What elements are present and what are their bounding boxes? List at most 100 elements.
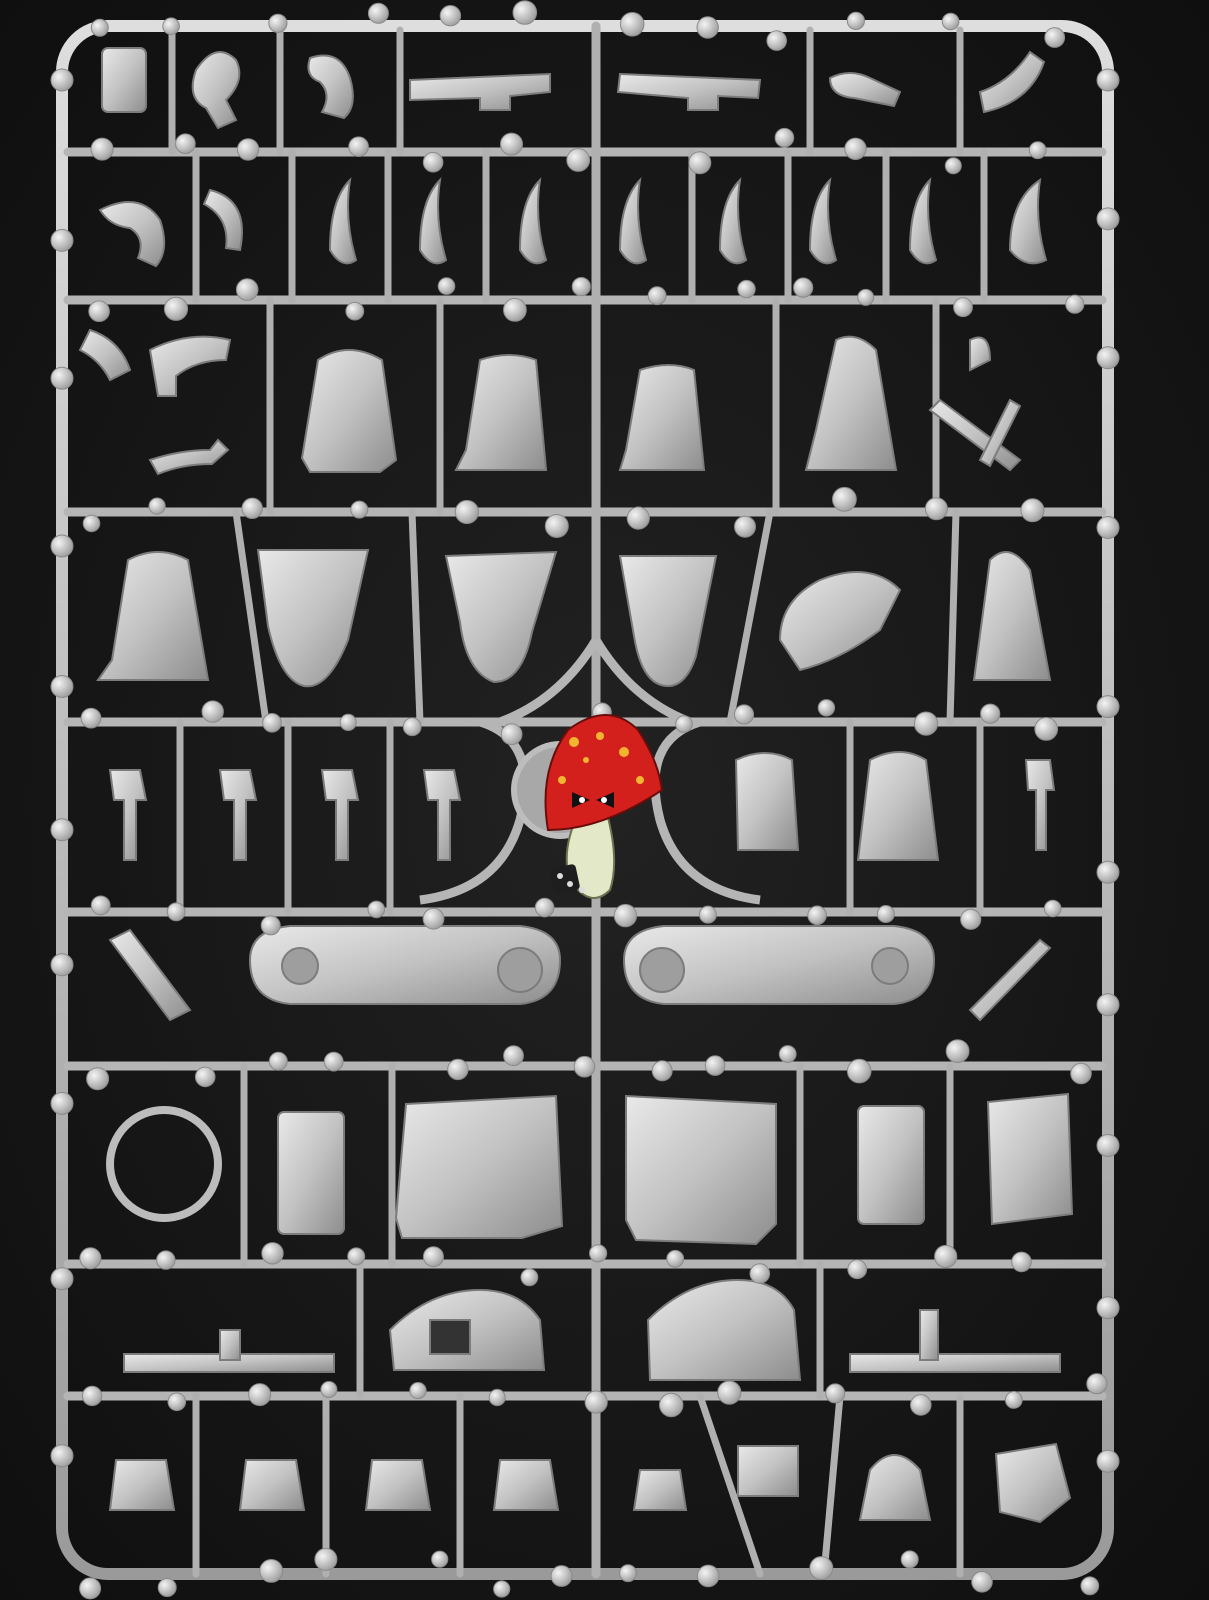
sprue-pin [1065, 294, 1085, 314]
row-turret-pieces [123, 1278, 1061, 1381]
sprue-pin [666, 1249, 685, 1268]
sprue-pin [941, 12, 960, 31]
sprue-pin [704, 1055, 726, 1076]
sprue-pin [1080, 1576, 1100, 1596]
sprue-pin [163, 296, 189, 321]
sprue-pin [447, 1058, 469, 1081]
row-hull-panels [106, 1092, 1074, 1246]
sprue-pin [268, 13, 288, 33]
sprue-pin [520, 1268, 539, 1287]
sprue-pin [544, 514, 569, 538]
sprue-pin [734, 515, 756, 538]
sprue-pin [320, 1381, 338, 1398]
sprue-pin [1070, 1062, 1092, 1085]
sprue-pin [503, 1045, 524, 1067]
sprue-pin [194, 1066, 216, 1088]
sprue-pin [1043, 899, 1062, 918]
sprue-pin [534, 897, 555, 918]
sprue-pin [261, 1242, 284, 1265]
sprue-pin [367, 900, 386, 919]
sprue-pin [50, 228, 74, 252]
sprue-pin [766, 30, 788, 51]
sprue-pin [500, 132, 523, 156]
sprue-pin [953, 297, 973, 318]
sprue-pin [1096, 993, 1120, 1017]
sprue-pin [619, 1564, 637, 1583]
sprue-pin [980, 703, 1001, 724]
row-torsos-upper [78, 328, 1022, 476]
sprue-pin [422, 1246, 444, 1268]
sprue-pin [262, 713, 282, 733]
sprue-pin [50, 1091, 74, 1115]
sprue-pin [647, 286, 667, 306]
sprue-pin [90, 895, 111, 916]
sprue-pin [910, 1394, 932, 1416]
sprue-pin [1096, 346, 1120, 370]
row-torsos-lower [96, 549, 1052, 688]
sprue-pin [409, 1382, 427, 1400]
sprue-pin [50, 953, 74, 977]
sprue-pin [350, 500, 369, 519]
row-small-bits [108, 1442, 1072, 1524]
sprue-pin [503, 298, 527, 322]
sprue-pin [584, 1390, 608, 1414]
sprue-pin [619, 11, 645, 37]
sprue-pin [1096, 68, 1120, 92]
sprue-pin [550, 1565, 573, 1587]
sprue-pin [50, 366, 74, 390]
sprue-pin [422, 151, 444, 173]
sprue-pin [924, 497, 948, 521]
sprue-pin [345, 301, 365, 321]
sprue-pin [50, 675, 74, 698]
sprue-pin [749, 1263, 771, 1284]
row-blades [98, 177, 1048, 268]
sprue-pin [81, 1385, 103, 1407]
sprue-pin [88, 300, 110, 323]
sprue-pin [82, 514, 101, 533]
sprue-pin [431, 1550, 449, 1568]
sprue-pin [79, 1577, 102, 1600]
sprue-pin [817, 699, 836, 717]
sprue-pin [402, 717, 422, 737]
sprue-pin [737, 279, 756, 299]
sprue-pin [79, 1247, 102, 1270]
sprue-pin [454, 499, 479, 525]
sprue-pin [626, 506, 650, 530]
sprue-pin [934, 1244, 958, 1269]
sprue-pin [659, 1392, 684, 1418]
sprue-pin [571, 277, 591, 297]
sprue-pin [793, 277, 814, 298]
sprue-pin [944, 157, 962, 175]
sprue-pin [166, 902, 186, 922]
sprue-pin [175, 133, 196, 154]
sprue-pin [50, 818, 74, 842]
sprue-pin [162, 17, 180, 36]
sprue-pin [573, 1055, 596, 1078]
sprue-pin [613, 903, 638, 928]
sprue-pin [236, 138, 260, 161]
sprue-pin [857, 288, 875, 306]
sprue-pin [945, 1039, 970, 1063]
sprue-pin [1096, 1449, 1120, 1473]
sprue-pin [201, 700, 224, 723]
sprue-pin [1028, 141, 1047, 160]
sprue-pin [1096, 1296, 1120, 1320]
sprue-pin [86, 1067, 110, 1091]
sprue-pin [90, 18, 109, 37]
sprue-pin [651, 1060, 673, 1082]
mushroom-cap [544, 714, 664, 832]
sprue-pin [809, 1556, 834, 1581]
sprue-pin [323, 1051, 344, 1072]
sprue-pin [1096, 695, 1120, 719]
sprue-pin [1034, 717, 1059, 741]
sprue-pin [696, 1564, 720, 1588]
sprue-vertical-dividers [168, 21, 988, 1579]
sprue-pin [589, 1244, 608, 1263]
sprue-pin [675, 715, 693, 733]
sprue-pin [832, 486, 857, 512]
sprue-pin [971, 1571, 993, 1593]
sprue-pin [717, 1380, 742, 1405]
sprue-pin [1096, 516, 1120, 539]
